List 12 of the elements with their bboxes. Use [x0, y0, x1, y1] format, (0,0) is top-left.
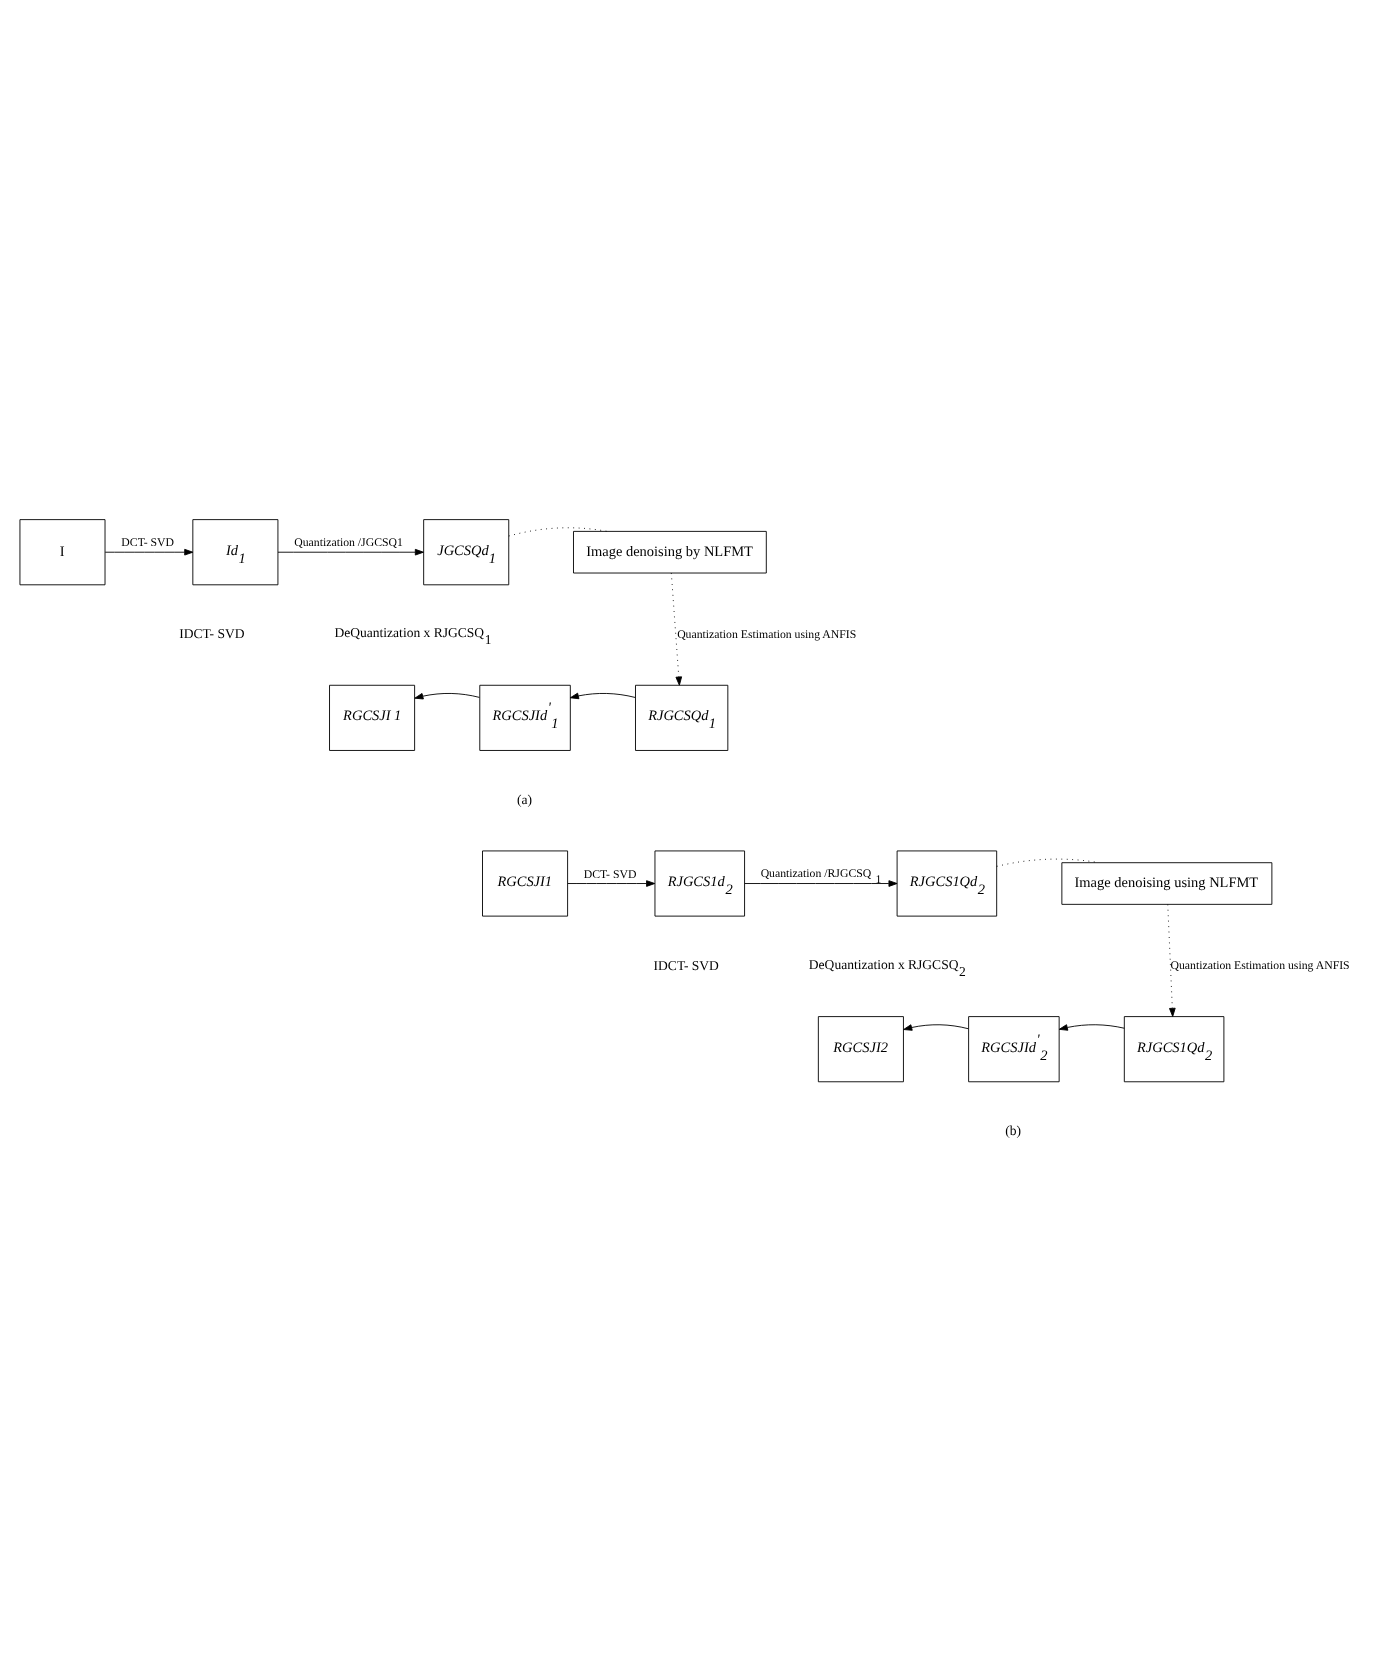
connector	[996, 858, 1100, 867]
arrow	[104, 548, 194, 556]
arrow	[1167, 904, 1176, 1017]
arrow	[567, 880, 656, 887]
connector	[508, 527, 608, 537]
arrow	[414, 693, 480, 700]
arrow	[744, 880, 898, 887]
arrow	[670, 572, 683, 686]
arrow	[569, 692, 636, 700]
arrow	[277, 548, 424, 556]
arrow	[903, 1024, 969, 1031]
arrow	[1058, 1024, 1125, 1031]
